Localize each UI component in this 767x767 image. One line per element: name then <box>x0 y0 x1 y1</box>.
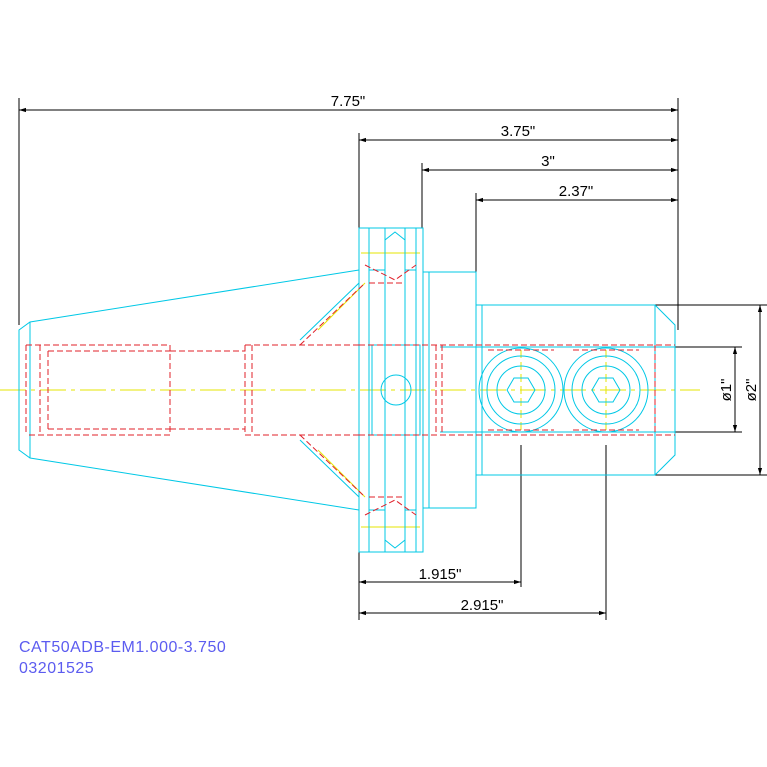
dim-3-75: 3.75" <box>501 123 536 140</box>
dim-1-915: 1.915" <box>419 566 462 583</box>
dim-2-915: 2.915" <box>461 597 504 614</box>
drive-key-hole <box>380 374 412 406</box>
hidden-lines <box>25 264 675 516</box>
part-code-label: 03201525 <box>19 660 95 677</box>
center-lines <box>0 252 700 528</box>
dim-2-37: 2.37" <box>559 183 594 200</box>
dim-overall-length: 7.75" <box>331 93 366 110</box>
set-screw-1 <box>478 347 564 433</box>
part-number-label: CAT50ADB-EM1.000-3.750 <box>19 639 227 656</box>
dim-dia-2: ø2" <box>743 379 760 402</box>
dim-dia-1: ø1" <box>718 379 735 402</box>
dim-3: 3" <box>541 153 555 170</box>
set-screw-2 <box>563 347 649 433</box>
